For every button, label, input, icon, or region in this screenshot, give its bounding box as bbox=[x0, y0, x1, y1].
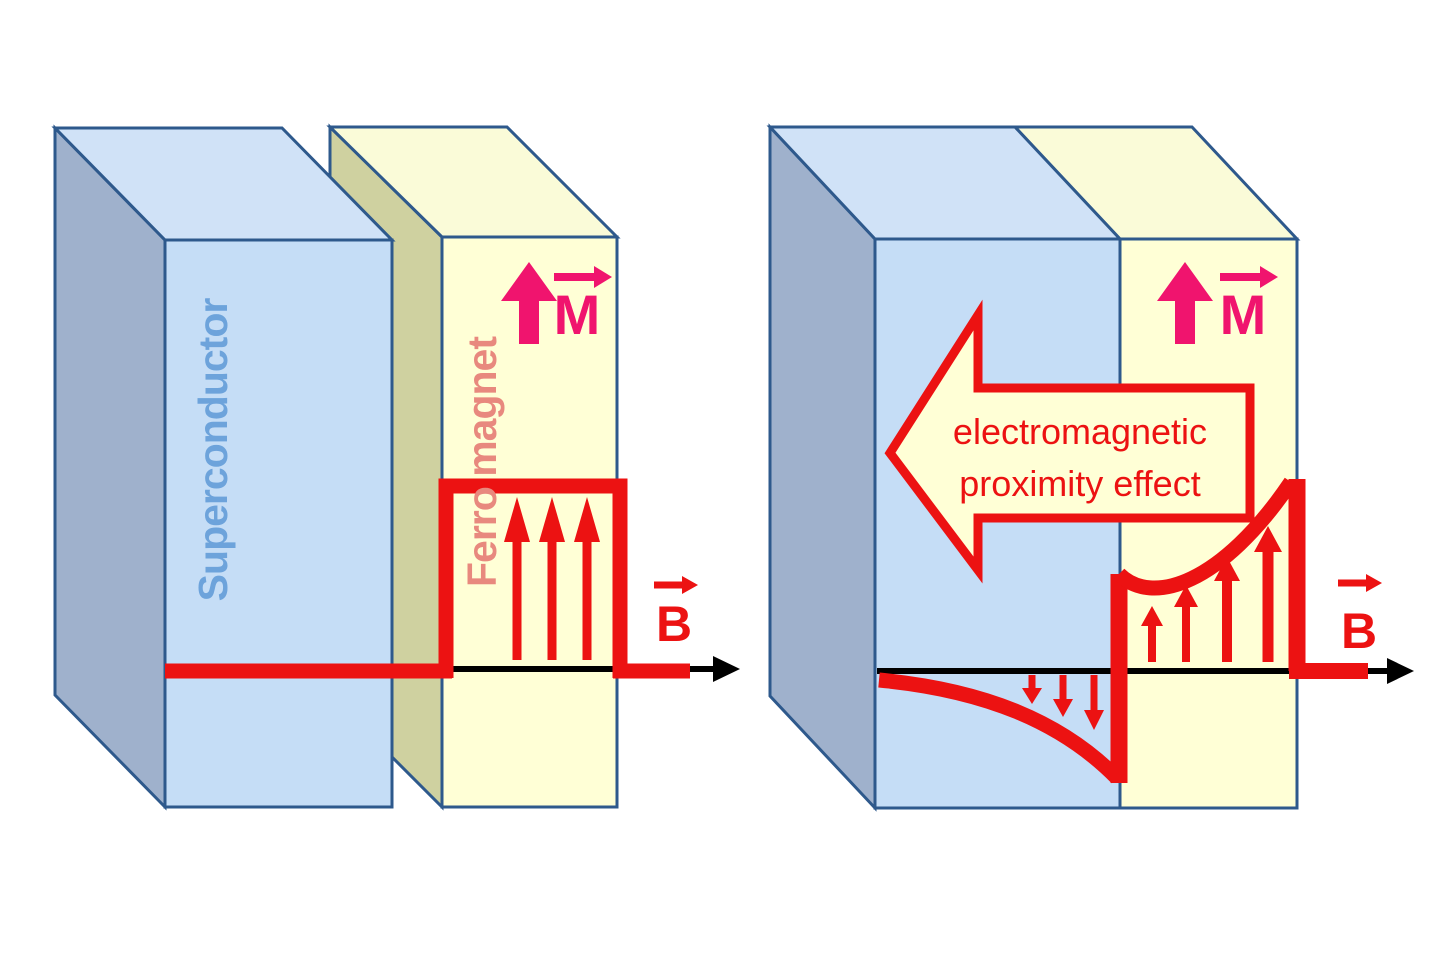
b-field-annotation: B bbox=[654, 576, 698, 652]
b-field-annotation: B bbox=[1338, 574, 1382, 659]
field-arrow-down bbox=[1053, 675, 1073, 717]
b-vector-arrowhead bbox=[1366, 574, 1382, 592]
b-field-label: B bbox=[656, 596, 692, 652]
field-arrow-up bbox=[1174, 585, 1198, 662]
proximity-effect-text-line2: proximity effect bbox=[959, 463, 1200, 504]
b-field-curve-ferromagnet bbox=[1113, 477, 1298, 596]
magnetization-arrow bbox=[1157, 262, 1213, 344]
left-panel: Superconductor Ferro magnet M B bbox=[51, 123, 740, 811]
proximity-effect-callout: electromagnetic proximity effect bbox=[884, 299, 1255, 584]
field-arrow-up bbox=[504, 497, 530, 660]
field-arrow-up bbox=[539, 497, 565, 660]
magnetization-label: M bbox=[1220, 283, 1267, 346]
b-field-label: B bbox=[1341, 603, 1377, 659]
proximity-effect-arrow bbox=[884, 299, 1255, 584]
superconductor-side-face bbox=[768, 123, 877, 812]
field-arrow-up bbox=[1254, 526, 1282, 662]
m-vector-arrowhead bbox=[594, 266, 612, 288]
m-vector-arrowhead bbox=[1260, 266, 1278, 288]
superconductor-side-face bbox=[53, 124, 167, 811]
superconductor-label: Superconductor bbox=[190, 298, 236, 602]
magnetization-annotation: M bbox=[501, 262, 612, 346]
superconductor-front-face bbox=[873, 237, 1122, 810]
superconductor-front-face bbox=[163, 238, 394, 809]
b-field-step-box bbox=[438, 478, 628, 678]
magnetization-arrow bbox=[501, 262, 557, 344]
superconductor-box bbox=[51, 124, 396, 811]
ferromagnet-label: Ferro magnet bbox=[459, 336, 505, 587]
b-vector-arrowhead bbox=[682, 576, 698, 594]
axis-arrowhead bbox=[713, 656, 740, 682]
field-arrow-up bbox=[1214, 557, 1240, 662]
magnetization-annotation: M bbox=[1157, 262, 1278, 346]
b-field-step-profile bbox=[165, 478, 690, 679]
b-field-curve-superconductor bbox=[878, 672, 1123, 784]
ferromagnet-front-face bbox=[1118, 237, 1299, 810]
right-panel: M electromagn bbox=[766, 123, 1414, 812]
proximity-effect-text-line1: electromagnetic bbox=[953, 411, 1207, 452]
field-arrow-down bbox=[1084, 675, 1104, 730]
field-arrow-up bbox=[574, 497, 600, 660]
field-arrow-down bbox=[1022, 675, 1042, 704]
axis-arrowhead bbox=[1387, 658, 1414, 684]
magnetization-label: M bbox=[554, 283, 601, 346]
b-field-proximity-profile bbox=[878, 477, 1368, 784]
bilayer-block bbox=[766, 123, 1301, 812]
field-arrow-up bbox=[1141, 606, 1163, 662]
